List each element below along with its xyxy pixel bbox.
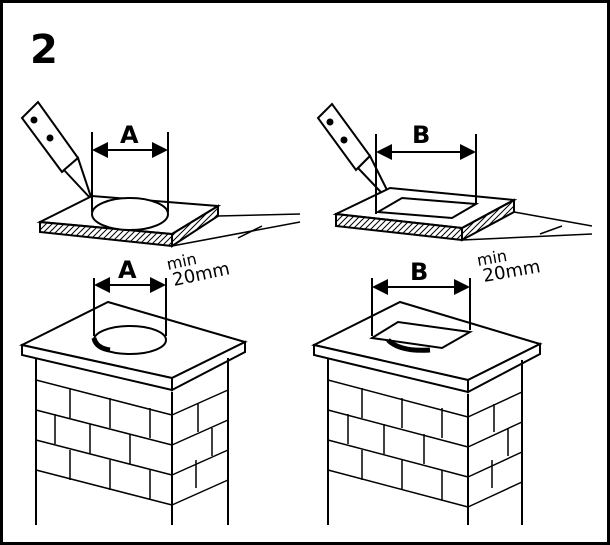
left-panel	[19, 100, 301, 525]
cut-board-right	[332, 186, 518, 242]
label-b-chimney: B	[410, 258, 428, 286]
knife-icon	[20, 100, 93, 201]
dimension-a-chimney	[93, 277, 167, 336]
chimney-right	[311, 300, 543, 525]
cut-board	[36, 194, 222, 248]
margin-dimension-right	[461, 211, 593, 241]
right-panel	[311, 102, 593, 525]
margin-min-right: min	[475, 246, 508, 270]
step-number: 2	[30, 27, 58, 73]
label-a-top: A	[120, 121, 139, 149]
label-b-top: B	[412, 121, 430, 149]
chimney-left	[19, 300, 248, 525]
margin-dimension-left	[171, 213, 301, 247]
dimension-b-top	[375, 134, 477, 214]
dimension-a-top	[91, 132, 169, 212]
label-a-chimney: A	[118, 256, 137, 284]
dimension-b-chimney	[371, 278, 471, 336]
